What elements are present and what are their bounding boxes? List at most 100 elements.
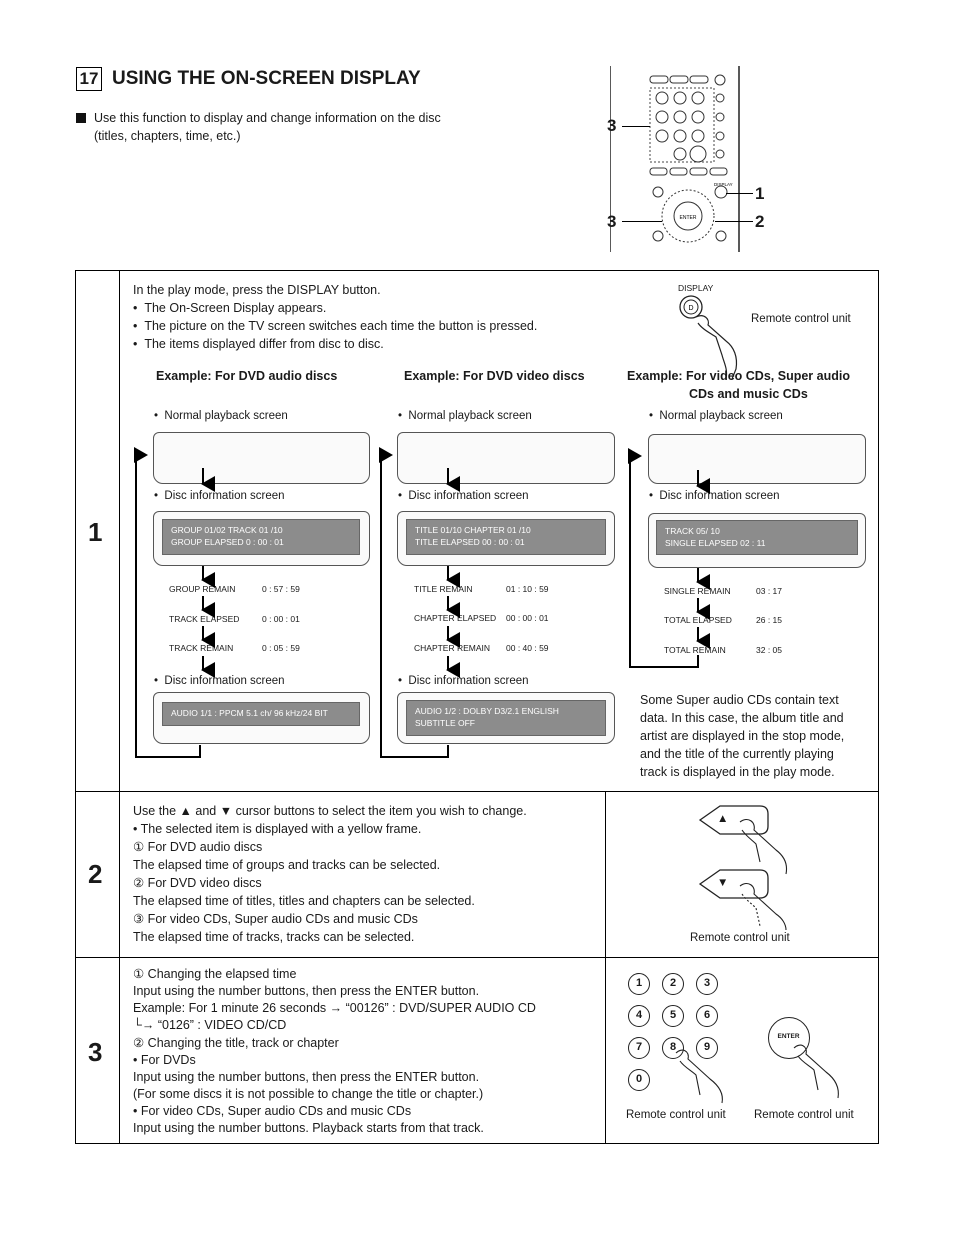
- step2-line: ③ For video CDs, Super audio CDs and mus…: [133, 912, 418, 926]
- number-button-7[interactable]: 7: [628, 1037, 650, 1059]
- enter-button-label: ENTER: [777, 1033, 800, 1040]
- number-button-9[interactable]: 9: [696, 1037, 718, 1059]
- osd-panel: AUDIO 1/1 : PPCM 5.1 ch/ 96 kHz/24 BIT: [162, 702, 360, 726]
- disc-info-text: Disc information screen: [659, 490, 780, 502]
- step2-line: • The selected item is displayed with a …: [133, 822, 422, 836]
- osd-line: AUDIO 1/1 : PPCM 5.1 ch/ 96 kHz/24 BIT: [171, 708, 328, 718]
- step3-line: ① Changing the elapsed time: [133, 967, 297, 981]
- osd-item-label: TITLE REMAIN: [414, 584, 473, 594]
- osd-line: AUDIO 1/2 : DOLBY D3/2.1 ENGLISH: [415, 706, 559, 716]
- sacd-note-line: artist are displayed in the stop mode,: [640, 729, 845, 743]
- step1-bullet: • The On-Screen Display appears.: [133, 301, 327, 315]
- step3-line: • For DVDs: [133, 1053, 196, 1067]
- number-button-6[interactable]: 6: [696, 1005, 718, 1027]
- remote-caption-right: Remote control unit: [754, 1109, 854, 1121]
- osd-item-label: TOTAL ELAPSED: [664, 615, 732, 625]
- remote-caption: Remote control unit: [690, 932, 790, 944]
- remote-caption: Remote control unit: [751, 313, 851, 325]
- video-cd-heading-line1: Example: For video CDs, Super audio: [627, 369, 850, 383]
- dvd-video-heading: Example: For DVD video discs: [404, 369, 585, 383]
- column-divider: [605, 791, 606, 1144]
- tv-screen-normal: [648, 434, 866, 484]
- osd-item-value: 0 : 05 : 59: [262, 643, 300, 653]
- disc-info-text: Disc information screen: [408, 490, 529, 502]
- step3-line: • For video CDs, Super audio CDs and mus…: [133, 1104, 412, 1118]
- osd-item-value: 32 : 05: [756, 645, 782, 655]
- normal-playback-label: • Normal playback screen: [649, 410, 783, 422]
- osd-line: TRACK 05/ 10: [665, 526, 720, 536]
- normal-playback-label: • Normal playback screen: [398, 410, 532, 422]
- number-button-5[interactable]: 5: [662, 1005, 684, 1027]
- step-number-2: 2: [88, 859, 103, 889]
- video-cd-heading-line2: CDs and music CDs: [689, 387, 808, 401]
- number-button-1[interactable]: 1: [628, 973, 650, 995]
- intro-line-1: Use this function to display and change …: [94, 111, 441, 125]
- step1-bullet: • The items displayed differ from disc t…: [133, 337, 384, 351]
- disc-info-text: Disc information screen: [164, 675, 285, 687]
- step1-bullet-text: The On-Screen Display appears.: [144, 301, 327, 315]
- number-button-8[interactable]: 8: [662, 1037, 684, 1059]
- osd-item-value: 03 : 17: [756, 586, 782, 596]
- osd-item-label: SINGLE REMAIN: [664, 586, 731, 596]
- number-button-3[interactable]: 3: [696, 973, 718, 995]
- callout-line: [622, 126, 650, 127]
- display-label-small: DISPLAY: [714, 182, 733, 187]
- disc-info-label: • Disc information screen: [649, 490, 780, 502]
- osd-line: SINGLE ELAPSED 02 : 11: [665, 538, 766, 548]
- step2-line: ② For DVD video discs: [133, 876, 262, 890]
- callout-1: 1: [755, 184, 765, 203]
- remote-caption-left: Remote control unit: [626, 1109, 726, 1121]
- row-divider: [75, 791, 879, 792]
- osd-item-value: 0 : 00 : 01: [262, 614, 300, 624]
- callout-3-top: 3: [607, 116, 617, 135]
- step3-line: ② Changing the title, track or chapter: [133, 1036, 339, 1050]
- number-button-4[interactable]: 4: [628, 1005, 650, 1027]
- osd-line: TITLE 01/10 CHAPTER 01 /10: [415, 525, 531, 535]
- dvd-audio-heading: Example: For DVD audio discs: [156, 369, 338, 383]
- display-button-label: DISPLAY: [678, 283, 714, 293]
- row-divider: [75, 957, 879, 958]
- osd-item-value: 26 : 15: [756, 615, 782, 625]
- bullet-square: [76, 113, 86, 123]
- osd-item-value: 0 : 57 : 59: [262, 584, 300, 594]
- step3-line: └→ “0126” : VIDEO CD/CD: [133, 1018, 287, 1032]
- sacd-note-line: and the title of the currently playing: [640, 747, 834, 761]
- osd-line: GROUP 01/02 TRACK 01 /10: [171, 525, 283, 535]
- steps-table: [75, 270, 879, 1144]
- sacd-note-line: data. In this case, the album title and: [640, 711, 844, 725]
- step1-bullet-text: The items displayed differ from disc to …: [144, 337, 384, 351]
- osd-item-label: CHAPTER REMAIN: [414, 643, 491, 653]
- osd-item-label: TOTAL REMAIN: [664, 645, 726, 655]
- down-cursor-button[interactable]: ▼: [717, 877, 729, 889]
- enter-button[interactable]: ENTER: [768, 1017, 810, 1059]
- disc-info-text: Disc information screen: [164, 490, 285, 502]
- step1-bullet: • The picture on the TV screen switches …: [133, 319, 538, 333]
- number-button-2[interactable]: 2: [662, 973, 684, 995]
- osd-item-value: 00 : 40 : 59: [506, 643, 549, 653]
- step2-line: The elapsed time of groups and tracks ca…: [133, 858, 441, 872]
- osd-item-label: GROUP REMAIN: [169, 584, 236, 594]
- tv-screen-normal: [153, 432, 370, 484]
- number-button-0[interactable]: 0: [628, 1069, 650, 1091]
- osd-line: SUBTITLE OFF: [415, 718, 475, 728]
- step1-bullet-text: The picture on the TV screen switches ea…: [144, 319, 538, 333]
- up-cursor-button[interactable]: ▲: [717, 813, 729, 825]
- osd-panel: GROUP 01/02 TRACK 01 /10 GROUP ELAPSED 0…: [162, 519, 360, 555]
- hand-pressing-icon: [670, 1045, 740, 1105]
- display-button-press-illustration: D: [676, 295, 756, 380]
- disc-info-label: • Disc information screen: [398, 675, 529, 687]
- tv-screen-normal: [397, 432, 615, 484]
- disc-info-label: • Disc information screen: [398, 490, 529, 502]
- cursor-buttons-illustration: [690, 800, 800, 931]
- step3-line: Input using the number buttons. Playback…: [133, 1121, 484, 1135]
- osd-line: TITLE ELAPSED 00 : 00 : 01: [415, 537, 525, 547]
- enter-label: ENTER: [680, 215, 697, 221]
- callout-line: [726, 193, 753, 194]
- callout-line: [715, 221, 753, 222]
- sacd-note-line: track is displayed in the play mode.: [640, 765, 835, 779]
- intro-line-2: (titles, chapters, time, etc.): [94, 129, 241, 143]
- step2-line: ① For DVD audio discs: [133, 840, 263, 854]
- osd-item-label: TRACK REMAIN: [169, 643, 234, 653]
- callout-line: [622, 221, 662, 222]
- normal-playback-text: Normal playback screen: [408, 410, 532, 422]
